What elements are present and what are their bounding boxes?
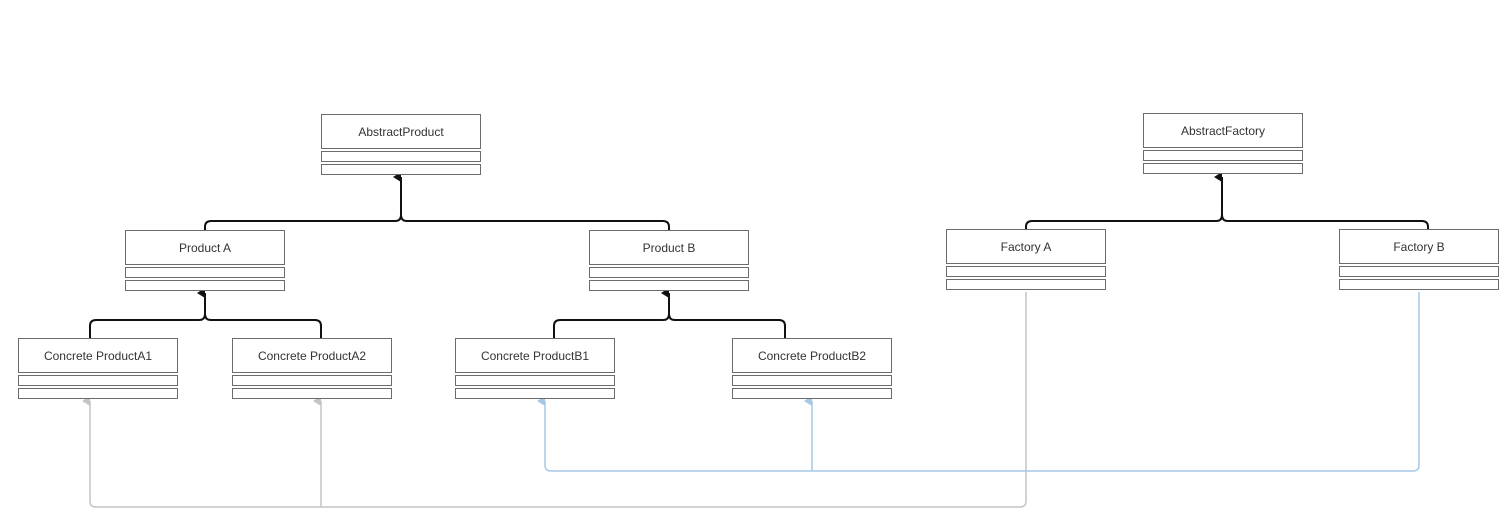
operations-compartment <box>1339 279 1499 290</box>
class-abstract-product[interactable]: AbstractProduct <box>321 114 481 175</box>
attributes-compartment <box>946 266 1106 277</box>
class-factory-b[interactable]: Factory B <box>1339 229 1499 290</box>
class-concrete-product-a2[interactable]: Concrete ProductA2 <box>232 338 392 399</box>
inheritance-concrete-b1 <box>553 288 670 338</box>
operations-compartment <box>946 279 1106 290</box>
attributes-compartment <box>732 375 892 386</box>
dependency-factory-a-to-concrete-a1 <box>82 292 1027 508</box>
operations-compartment <box>1143 163 1303 174</box>
class-factory-a[interactable]: Factory A <box>946 229 1106 290</box>
class-concrete-product-b2[interactable]: Concrete ProductB2 <box>732 338 892 399</box>
class-abstract-factory[interactable]: AbstractFactory <box>1143 113 1303 174</box>
operations-compartment <box>232 388 392 399</box>
class-concrete-product-a1[interactable]: Concrete ProductA1 <box>18 338 178 399</box>
operations-compartment <box>125 280 285 291</box>
class-name: AbstractFactory <box>1143 113 1303 148</box>
attributes-compartment <box>589 267 749 278</box>
operations-compartment <box>589 280 749 291</box>
attributes-compartment <box>455 375 615 386</box>
class-name: Concrete ProductB2 <box>732 338 892 373</box>
inheritance-factory-b <box>1221 214 1429 230</box>
inheritance-factory-a <box>1025 172 1223 230</box>
class-name: Concrete ProductA1 <box>18 338 178 373</box>
attributes-compartment <box>1339 266 1499 277</box>
attributes-compartment <box>18 375 178 386</box>
inheritance-concrete-a2 <box>204 313 322 338</box>
inheritance-product-b <box>400 214 670 230</box>
class-product-a[interactable]: Product A <box>125 230 285 291</box>
attributes-compartment <box>232 375 392 386</box>
class-name: Factory A <box>946 229 1106 264</box>
operations-compartment <box>455 388 615 399</box>
operations-compartment <box>321 164 481 175</box>
class-name: AbstractProduct <box>321 114 481 149</box>
operations-compartment <box>732 388 892 399</box>
class-name: Product B <box>589 230 749 265</box>
class-product-b[interactable]: Product B <box>589 230 749 291</box>
attributes-compartment <box>1143 150 1303 161</box>
class-name: Concrete ProductA2 <box>232 338 392 373</box>
class-name: Concrete ProductB1 <box>455 338 615 373</box>
dependency-factory-b-to-concrete-b1 <box>537 292 1420 472</box>
attributes-compartment <box>321 151 481 162</box>
inheritance-concrete-a1 <box>89 288 206 338</box>
operations-compartment <box>18 388 178 399</box>
attributes-compartment <box>125 267 285 278</box>
inheritance-product-a <box>204 172 402 230</box>
inheritance-concrete-b2 <box>668 313 786 338</box>
class-concrete-product-b1[interactable]: Concrete ProductB1 <box>455 338 615 399</box>
class-name: Product A <box>125 230 285 265</box>
class-name: Factory B <box>1339 229 1499 264</box>
